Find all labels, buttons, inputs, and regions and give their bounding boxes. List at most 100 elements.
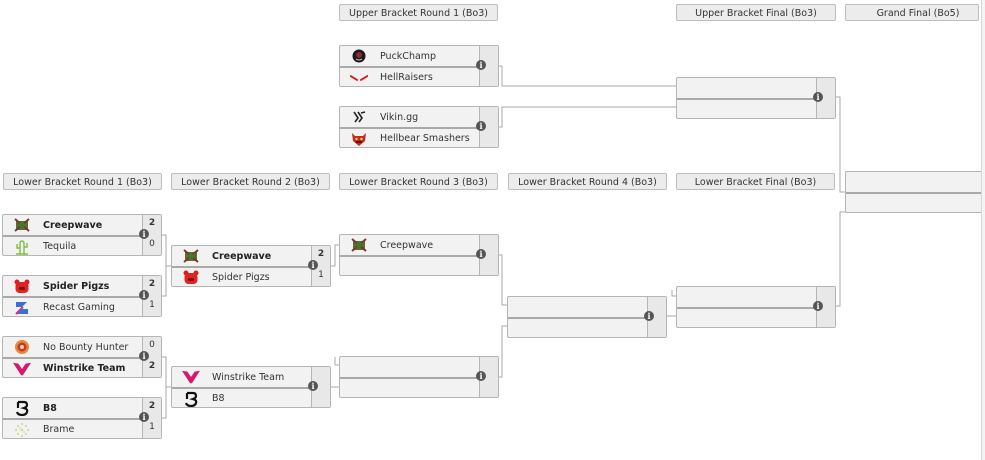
team-name[interactable]: Vikin.gg xyxy=(380,111,419,123)
team-score: 0 xyxy=(149,340,155,350)
header-lower-bracket-final: Lower Bracket Final (Bo3) xyxy=(676,173,835,190)
connector xyxy=(162,356,171,388)
team-row[interactable]: Spider Pigzs xyxy=(3,276,161,296)
team-name[interactable]: Winstrike Team xyxy=(212,371,285,383)
team-row[interactable] xyxy=(340,255,498,276)
team-name[interactable]: Creepwave xyxy=(380,239,434,251)
team-row[interactable]: No Bounty Hunter xyxy=(3,337,161,357)
team-row[interactable]: Hellbear Smashers xyxy=(340,127,498,148)
team-row[interactable] xyxy=(508,317,666,338)
match-info-icon[interactable]: i xyxy=(476,249,486,259)
match-info-icon[interactable]: i xyxy=(139,412,149,422)
team-score: 1 xyxy=(149,422,155,432)
connector xyxy=(162,234,171,267)
match-info-icon[interactable]: i xyxy=(139,290,149,300)
team-row[interactable]: Creepwave xyxy=(3,215,161,235)
header-lower-bracket-round-2: Lower Bracket Round 2 (Bo3) xyxy=(171,173,330,190)
team-row[interactable] xyxy=(677,287,835,307)
match-lower-final[interactable]: i xyxy=(676,286,836,328)
match-info-icon[interactable]: i xyxy=(813,92,823,102)
team-row[interactable] xyxy=(677,98,835,119)
team-row[interactable]: Creepwave xyxy=(172,246,330,266)
hellraisers-logo-icon xyxy=(350,70,368,86)
team-row[interactable]: Recast Gaming xyxy=(3,296,161,317)
connector xyxy=(498,106,676,128)
team-name[interactable]: B8 xyxy=(212,393,225,404)
puckchamp-logo-icon xyxy=(350,48,368,64)
recast-logo-icon xyxy=(13,300,31,316)
team-name[interactable]: Tequila xyxy=(43,241,77,252)
team-score: 2 xyxy=(148,218,156,228)
match-upper-final[interactable]: i xyxy=(676,77,836,119)
team-row[interactable] xyxy=(846,192,981,213)
match-info-icon[interactable]: i xyxy=(139,351,149,361)
tequila-logo-icon xyxy=(13,239,31,255)
match-info-icon[interactable]: i xyxy=(139,229,149,239)
match-info-icon[interactable]: i xyxy=(476,121,486,131)
team-name[interactable]: Recast Gaming xyxy=(43,302,115,313)
team-name[interactable]: B8 xyxy=(43,402,57,414)
team-row[interactable] xyxy=(677,78,835,98)
match-lower-r4[interactable]: i xyxy=(507,296,667,338)
team-row[interactable]: HellRaisers xyxy=(340,66,498,87)
team-name[interactable]: PuckChamp xyxy=(380,50,437,62)
team-name[interactable]: Hellbear Smashers xyxy=(380,133,470,144)
team-row[interactable]: PuckChamp xyxy=(340,46,498,66)
team-row[interactable] xyxy=(340,357,498,377)
team-row[interactable]: Creepwave xyxy=(340,235,498,255)
team-row[interactable] xyxy=(846,172,981,192)
vikin-logo-icon xyxy=(350,109,368,125)
b8-logo-icon xyxy=(13,400,31,416)
team-name[interactable]: Creepwave xyxy=(43,219,103,231)
match-info-icon[interactable]: i xyxy=(644,311,654,321)
match-info-icon[interactable]: i xyxy=(308,381,318,391)
header-lower-bracket-round-4: Lower Bracket Round 4 (Bo3) xyxy=(508,173,667,190)
team-row[interactable]: Winstrike Team xyxy=(3,357,161,378)
winstrike-logo-icon xyxy=(182,369,200,385)
team-row[interactable] xyxy=(677,307,835,328)
match-lower-r3-2[interactable]: i xyxy=(339,356,499,398)
team-row[interactable]: B8 xyxy=(172,387,330,408)
team-name[interactable]: HellRaisers xyxy=(380,72,433,83)
team-row[interactable] xyxy=(508,297,666,317)
team-row[interactable] xyxy=(340,377,498,398)
match-info-icon[interactable]: i xyxy=(813,301,823,311)
team-row[interactable]: Tequila xyxy=(3,235,161,256)
match-info-icon[interactable]: i xyxy=(476,60,486,70)
team-name[interactable]: Spider Pigzs xyxy=(43,280,110,292)
team-score: 1 xyxy=(318,270,324,280)
match-info-icon[interactable]: i xyxy=(476,371,486,381)
team-row[interactable]: Brame xyxy=(3,418,161,439)
team-name[interactable]: Spider Pigzs xyxy=(212,272,270,283)
match-lower-r3-1[interactable]: Creepwave i xyxy=(339,234,499,276)
team-score: 2 xyxy=(148,401,156,411)
team-row[interactable]: Vikin.gg xyxy=(340,107,498,127)
match-info-icon[interactable]: i xyxy=(308,260,318,270)
connector xyxy=(498,325,507,378)
header-lower-bracket-round-1: Lower Bracket Round 1 (Bo3) xyxy=(3,173,162,190)
creepwave-logo-icon xyxy=(13,217,31,233)
match-grand-final[interactable]: i xyxy=(845,171,981,213)
team-name[interactable]: Creepwave xyxy=(212,250,272,262)
connector xyxy=(835,96,845,193)
team-row[interactable]: Spider Pigzs xyxy=(172,266,330,287)
team-row[interactable]: Winstrike Team xyxy=(172,367,330,387)
team-name[interactable]: Brame xyxy=(43,424,75,435)
spider-pigzs-logo-icon xyxy=(182,270,200,286)
team-name[interactable]: No Bounty Hunter xyxy=(43,341,129,353)
connector xyxy=(835,211,845,307)
connector xyxy=(162,386,171,419)
team-name[interactable]: Winstrike Team xyxy=(43,363,126,374)
team-row[interactable]: B8 xyxy=(3,398,161,418)
vertical-scrollbar[interactable] xyxy=(981,0,985,460)
creepwave-logo-icon xyxy=(182,248,200,264)
